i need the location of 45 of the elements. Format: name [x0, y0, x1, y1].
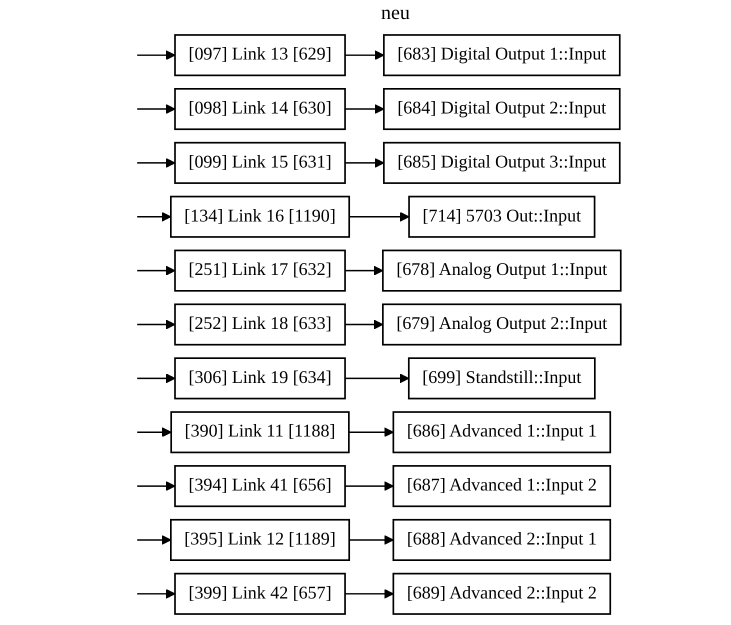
node-box: [714] 5703 Out::Input	[408, 196, 596, 238]
node-box: [134] Link 16 [1190]	[170, 196, 350, 238]
node-box: [252] Link 18 [633]	[174, 303, 346, 346]
arrow	[137, 158, 176, 168]
arrow	[137, 481, 176, 492]
arrow	[348, 427, 394, 438]
node-box: [679] Analog Output 2::Input	[382, 303, 622, 346]
node-box: [699] Standstill::Input	[408, 357, 596, 400]
node-box: [686] Advanced 1::Input 1	[392, 411, 612, 454]
arrow	[345, 266, 384, 276]
node-box: [251] Link 17 [632]	[174, 250, 346, 292]
node-box: [683] Digital Output 1::Input	[383, 34, 621, 76]
arrow	[137, 427, 172, 438]
arrow	[349, 212, 410, 222]
node-box: [689] Advanced 2::Input 2	[392, 572, 612, 615]
node-box: [394] Link 41 [656]	[174, 465, 346, 508]
arrow	[137, 535, 172, 545]
node-box: [688] Advanced 2::Input 1	[392, 518, 612, 561]
arrow	[345, 320, 384, 330]
arrow	[345, 50, 384, 60]
arrow	[137, 266, 176, 276]
node-box: [685] Digital Output 3::Input	[383, 142, 621, 184]
node-box: [097] Link 13 [629]	[174, 34, 346, 76]
node-box: [678] Analog Output 1::Input	[382, 250, 622, 292]
node-box: [099] Link 15 [631]	[174, 142, 346, 184]
arrow	[137, 50, 176, 60]
arrow	[345, 158, 384, 168]
node-box: [306] Link 19 [634]	[174, 357, 346, 400]
node-box: [390] Link 11 [1188]	[170, 411, 350, 454]
node-box: [687] Advanced 1::Input 2	[392, 465, 612, 508]
node-box: [399] Link 42 [657]	[174, 572, 346, 615]
arrow	[345, 373, 410, 384]
arrow	[137, 104, 176, 114]
arrow	[345, 104, 384, 114]
diagram-title: neu	[380, 1, 411, 26]
arrow	[137, 212, 172, 222]
arrow	[345, 588, 394, 599]
arrow	[137, 588, 176, 599]
arrow	[137, 373, 176, 384]
arrow	[137, 320, 176, 330]
arrow	[349, 535, 394, 545]
node-box: [684] Digital Output 2::Input	[383, 88, 621, 130]
arrow	[345, 481, 394, 492]
node-box: [395] Link 12 [1189]	[170, 518, 350, 561]
node-box: [098] Link 14 [630]	[174, 88, 346, 130]
